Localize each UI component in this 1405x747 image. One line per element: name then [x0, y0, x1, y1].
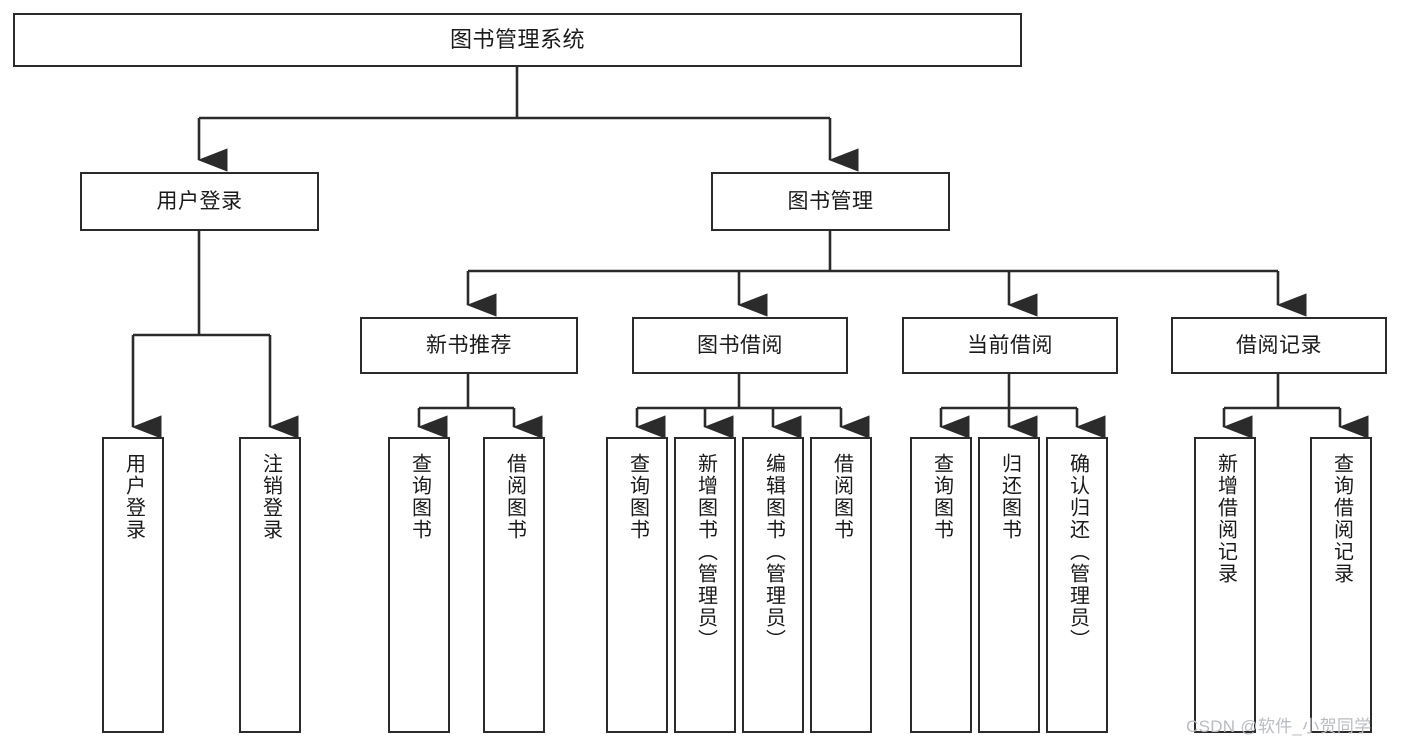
node-label: 用户登录 [156, 190, 243, 213]
node-label: 新增图书（管理员） [694, 453, 717, 651]
leaf-confirm-return-admin[interactable]: 确认归还（管理员） [1046, 437, 1108, 733]
node-label: 图书管理系统 [449, 27, 585, 52]
node-book-borrow[interactable]: 图书借阅 [632, 317, 848, 374]
node-label: 新增借阅记录 [1214, 453, 1237, 585]
leaf-edit-book-admin[interactable]: 编辑图书（管理员） [742, 437, 804, 733]
leaf-query-book-current[interactable]: 查询图书 [910, 437, 972, 733]
node-user-login[interactable]: 用户登录 [80, 172, 319, 231]
node-borrow-record[interactable]: 借阅记录 [1171, 317, 1387, 374]
node-label: 编辑图书（管理员） [762, 453, 785, 651]
leaf-query-borrow-record[interactable]: 查询借阅记录 [1310, 437, 1372, 733]
node-label: 图书管理 [787, 190, 874, 213]
leaf-query-book-new[interactable]: 查询图书 [388, 437, 450, 733]
leaf-borrow-book-new[interactable]: 借阅图书 [483, 437, 545, 733]
node-label: 新书推荐 [426, 334, 512, 357]
node-label: 注销登录 [259, 453, 282, 541]
leaf-query-book-borrow[interactable]: 查询图书 [606, 437, 668, 733]
node-label: 借阅图书 [830, 453, 853, 541]
node-current-borrow[interactable]: 当前借阅 [902, 317, 1118, 374]
node-label: 查询图书 [408, 453, 431, 541]
node-label: 用户登录 [122, 453, 145, 541]
node-label: 当前借阅 [967, 334, 1053, 357]
leaf-return-book[interactable]: 归还图书 [978, 437, 1040, 733]
leaf-user-login[interactable]: 用户登录 [102, 437, 164, 733]
node-label: 确认归还（管理员） [1066, 453, 1089, 651]
node-label: 借阅记录 [1236, 334, 1322, 357]
node-label: 归还图书 [998, 453, 1021, 541]
leaf-add-book-admin[interactable]: 新增图书（管理员） [674, 437, 736, 733]
leaf-logout[interactable]: 注销登录 [239, 437, 301, 733]
node-label: 查询借阅记录 [1330, 453, 1353, 585]
node-label: 图书借阅 [697, 334, 783, 357]
watermark-text: CSDN @软件_小贺同学 [1186, 717, 1372, 736]
node-label: 查询图书 [930, 453, 953, 541]
node-new-book-recommend[interactable]: 新书推荐 [360, 317, 578, 374]
node-book-management[interactable]: 图书管理 [711, 172, 950, 231]
leaf-add-borrow-record[interactable]: 新增借阅记录 [1194, 437, 1256, 733]
node-label: 借阅图书 [503, 453, 526, 541]
leaf-borrow-book[interactable]: 借阅图书 [810, 437, 872, 733]
node-root-system[interactable]: 图书管理系统 [13, 13, 1022, 67]
node-label: 查询图书 [626, 453, 649, 541]
